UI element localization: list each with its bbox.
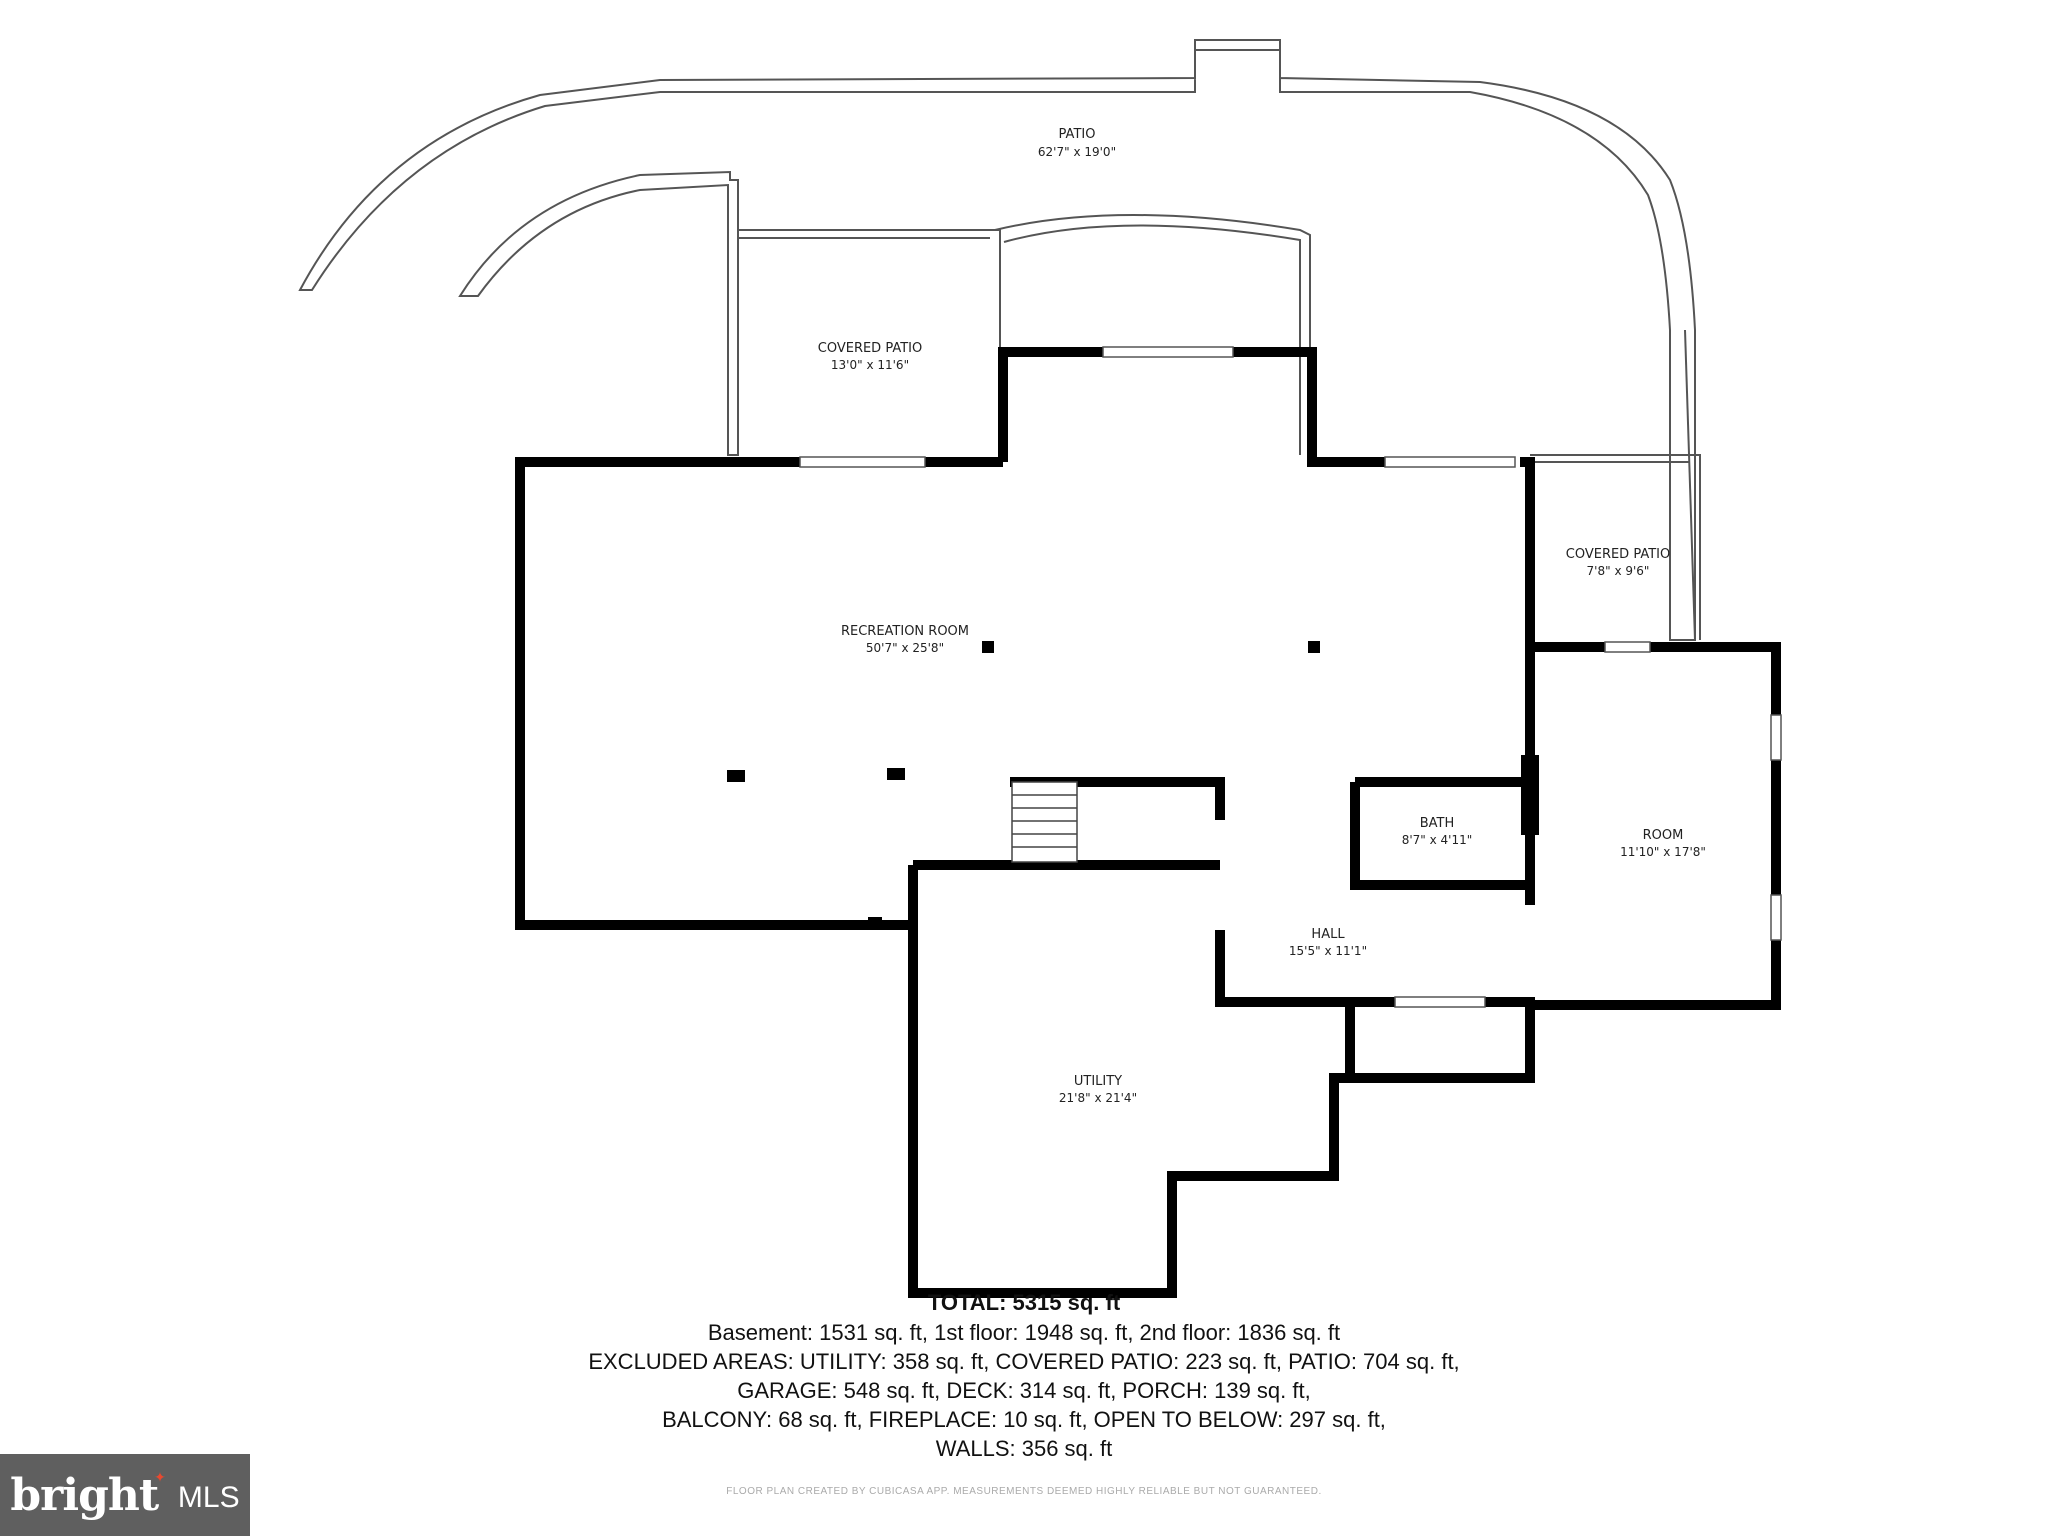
total-area: TOTAL: 5315 sq. ft [927,1290,1121,1315]
room-labels: PATIO 62'7" x 19'0" COVERED PATIO 13'0" … [818,127,1706,1105]
bath-dims: 8'7" x 4'11" [1402,833,1473,847]
patio-dims: 62'7" x 19'0" [1038,145,1116,159]
area-breakdown-line-1: Basement: 1531 sq. ft, 1st floor: 1948 s… [707,1320,1341,1345]
columns [727,641,1320,927]
patio-outline [298,39,1701,641]
area-breakdown-line-5: WALLS: 356 sq. ft [935,1436,1113,1461]
utility-dims: 21'8" x 21'4" [1059,1091,1137,1105]
brand-star-icon: ✦ [154,1468,166,1485]
bath-label: BATH [1420,816,1455,831]
covered-patio-2-label: COVERED PATIO [1566,547,1670,562]
brand-suffix: MLS [177,1481,240,1514]
area-breakdown-line-3: GARAGE: 548 sq. ft, DECK: 314 sq. ft, PO… [737,1378,1311,1403]
hall-dims: 15'5" x 11'1" [1289,944,1367,958]
room-dims: 11'10" x 17'8" [1620,845,1706,859]
utility-label: UTILITY [1074,1074,1122,1089]
windows [799,346,1782,1008]
covered-patio-2-dims: 7'8" x 9'6" [1587,564,1650,578]
area-breakdown-line-2: EXCLUDED AREAS: UTILITY: 358 sq. ft, COV… [588,1349,1460,1374]
room-label: ROOM [1643,828,1684,843]
covered-patio-1-label: COVERED PATIO [818,341,922,356]
thick-walls [515,347,1781,1298]
brand-word: bright [10,1469,159,1521]
recreation-room-label: RECREATION ROOM [841,624,969,639]
bright-mls-logo: bright ✦ MLS [0,1454,250,1536]
disclaimer: FLOOR PLAN CREATED BY CUBICASA APP. MEAS… [726,1486,1322,1497]
area-breakdown-line-4: BALCONY: 68 sq. ft, FIREPLACE: 10 sq. ft… [662,1407,1386,1432]
covered-patio-1-dims: 13'0" x 11'6" [831,358,909,372]
stairs [1011,781,1078,863]
hall-label: HALL [1311,927,1345,942]
patio-label: PATIO [1059,127,1096,142]
recreation-room-dims: 50'7" x 25'8" [866,641,944,655]
